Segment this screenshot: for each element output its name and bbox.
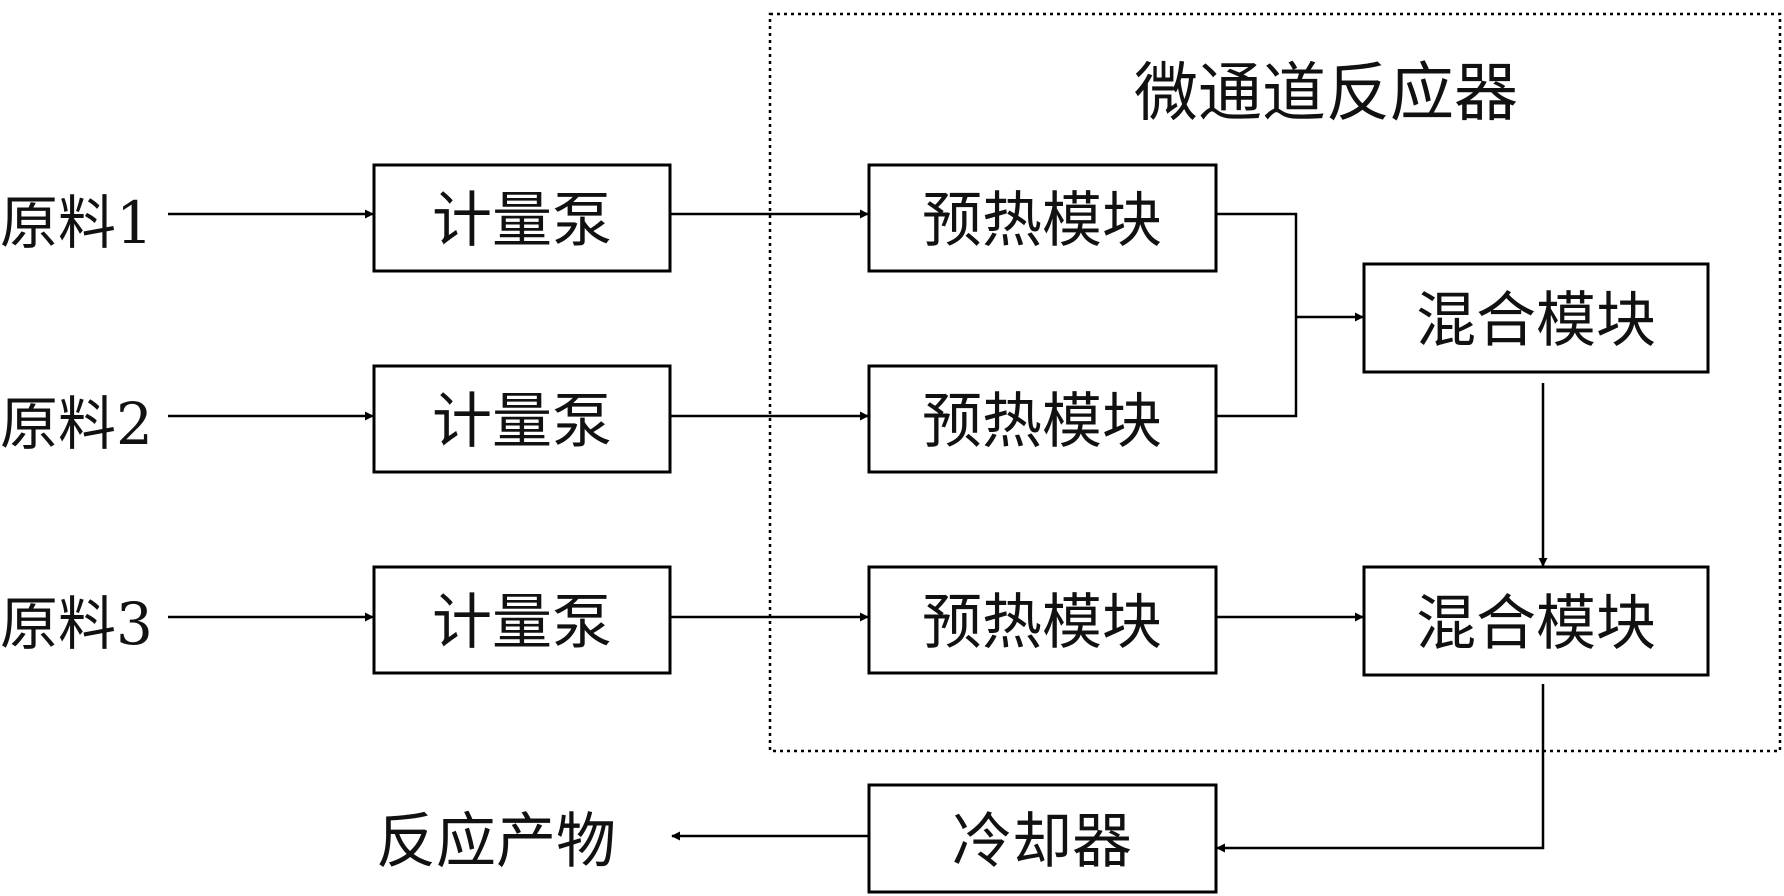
preheat-module-3-label: 预热模块 [922,588,1162,658]
mixing-module-1: 混合模块 [1364,264,1708,372]
input-3-label: 原料3 [0,590,153,658]
mixing-module-2-label: 混合模块 [1416,589,1656,659]
reactor-label: 微通道反应器 [1134,57,1518,131]
arrow-mixing-2-to-cooler [1217,684,1543,848]
input-2-label: 原料2 [0,390,153,458]
preheat-module-2: 预热模块 [869,366,1216,472]
product-label: 反应产物 [376,807,616,877]
pump-2-label: 计量泵 [432,387,612,457]
pump-2: 计量泵 [374,366,670,472]
cooler-label: 冷却器 [952,807,1132,877]
input-1-label: 原料1 [0,189,153,257]
mixing-module-1-label: 混合模块 [1416,286,1656,356]
pump-3: 计量泵 [374,567,670,673]
preheat-module-1-label: 预热模块 [922,186,1162,256]
pump-1-label: 计量泵 [432,186,612,256]
pump-3-label: 计量泵 [432,588,612,658]
preheat-module-1: 预热模块 [869,165,1216,271]
preheat-module-2-label: 预热模块 [922,387,1162,457]
connector-preheat-1-merge [1216,214,1296,416]
mixing-module-2: 混合模块 [1364,567,1708,675]
preheat-module-3: 预热模块 [869,567,1216,673]
pump-1: 计量泵 [374,165,670,271]
cooler: 冷却器 [869,785,1216,892]
